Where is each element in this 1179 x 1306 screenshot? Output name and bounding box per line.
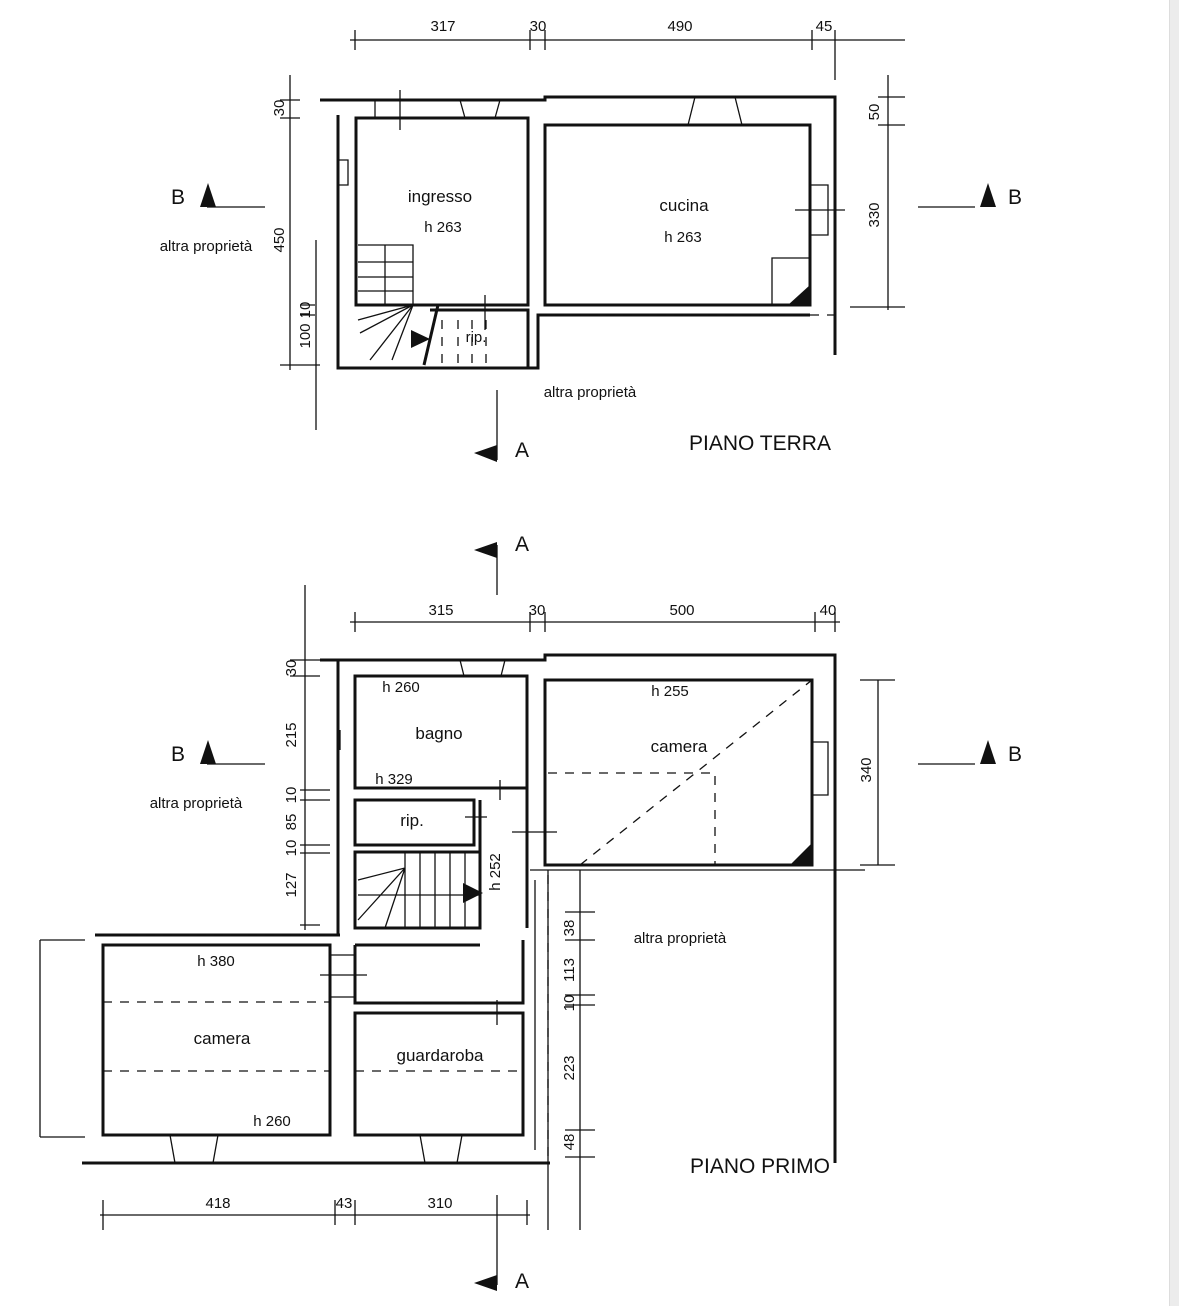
- room-label-guardaroba: guardaroba: [397, 1046, 485, 1065]
- ingresso-room: [354, 116, 530, 307]
- outer-wall-lower: [336, 115, 810, 370]
- dim-line-top: [350, 30, 905, 80]
- dim-label: 30: [529, 602, 546, 619]
- section-label: B: [171, 186, 185, 209]
- section-label: A: [515, 533, 529, 556]
- section-label: A: [515, 1270, 529, 1293]
- chimney-mark-icon: [788, 285, 810, 305]
- guardaroba-room: [353, 940, 525, 1137]
- dim-label: 340: [858, 757, 875, 782]
- dim-label: 215: [283, 722, 300, 747]
- dim-label: 43: [336, 1195, 353, 1212]
- room-label-camera: camera: [194, 1029, 251, 1048]
- dim-label: 113: [561, 958, 578, 982]
- dim-line-right: [850, 75, 905, 310]
- room-height: h 263: [424, 219, 462, 236]
- neighbor-label: altra proprietà: [544, 384, 637, 401]
- room-height: h 260: [253, 1113, 291, 1130]
- dim-label: 10: [561, 995, 578, 1012]
- room-height: h 329: [375, 771, 413, 788]
- section-lines: [207, 545, 975, 1285]
- section-arrow-icon: [474, 445, 497, 462]
- section-label: B: [1008, 743, 1022, 766]
- dim-label: 100: [297, 323, 314, 348]
- ground-floor-plan: 317 30 490 45 30 450 10 100 50 330 ingre…: [160, 18, 1022, 462]
- stair-arrow-icon: [411, 330, 430, 348]
- dim-label: 127: [283, 872, 300, 897]
- first-floor-plan: 315 30 500 40 30 215 10 85 10 127 340 38…: [39, 533, 1022, 1293]
- staircase: [357, 244, 414, 361]
- dim-label: 330: [866, 202, 883, 227]
- room-height: h 263: [664, 229, 702, 246]
- outer-wall: [320, 95, 837, 355]
- dim-line-right: [860, 679, 895, 866]
- stair-room: [353, 788, 529, 947]
- dim-line-bottom: [39, 939, 530, 1230]
- dim-label: 30: [283, 660, 300, 677]
- neighbor-label: altra proprietà: [634, 930, 727, 947]
- room-label-bagno: bagno: [415, 724, 462, 743]
- dim-label: 10: [283, 840, 300, 857]
- page-edge: [1169, 0, 1179, 1306]
- dim-label: 45: [816, 18, 833, 35]
- neighbor-label: altra proprietà: [160, 238, 253, 255]
- dim-line-left: [290, 585, 341, 930]
- dim-label: 38: [561, 920, 578, 937]
- door-marks: [320, 780, 557, 1025]
- room-label-cucina: cucina: [659, 196, 709, 215]
- dim-label: 50: [866, 104, 883, 121]
- dim-label: 10: [297, 302, 314, 319]
- cucina-room: [543, 123, 812, 307]
- stair-wall: [422, 304, 440, 366]
- section-label: B: [1008, 186, 1022, 209]
- rip-room: [353, 798, 476, 847]
- floor-title: PIANO TERRA: [689, 432, 831, 455]
- dim-label: 40: [820, 602, 837, 619]
- camera-right-room: [543, 678, 814, 867]
- room-label-rip: rip.: [466, 329, 487, 346]
- room-label-ingresso: ingresso: [408, 187, 472, 206]
- window-marks: [338, 96, 829, 236]
- neighbor-label: altra proprietà: [150, 795, 243, 812]
- bagno-room: [353, 674, 529, 790]
- dim-line-left: [280, 75, 320, 430]
- rip-hatch: [441, 320, 487, 365]
- room-height: h 260: [382, 679, 420, 696]
- dim-label: 317: [430, 18, 455, 35]
- room-label-rip: rip.: [400, 811, 424, 830]
- window-marks: [169, 659, 829, 1164]
- dim-label: 450: [271, 227, 288, 252]
- dim-label: 48: [561, 1134, 578, 1151]
- dim-label: 500: [669, 602, 694, 619]
- section-label: A: [515, 439, 529, 462]
- dim-label: 310: [427, 1195, 452, 1212]
- floor-title: PIANO PRIMO: [690, 1155, 830, 1178]
- dim-label: 85: [283, 814, 300, 831]
- door-marks: [399, 90, 845, 330]
- dim-label: 30: [271, 100, 288, 117]
- dim-line-top: [350, 612, 840, 632]
- rip-room: [430, 308, 530, 368]
- camera-left-room: [101, 943, 332, 1137]
- dim-label: 10: [283, 787, 300, 804]
- staircase: [357, 852, 480, 929]
- section-label: B: [171, 743, 185, 766]
- dim-label: 30: [530, 18, 547, 35]
- outer-wall: [82, 653, 837, 1165]
- room-label-camera: camera: [651, 737, 708, 756]
- dim-label: 223: [561, 1055, 578, 1080]
- room-height: h 255: [651, 683, 689, 700]
- dim-label: 418: [205, 1195, 230, 1212]
- dim-label: 490: [667, 18, 692, 35]
- stair-arrow-icon: [463, 843, 812, 903]
- dim-line-right-lower: [565, 870, 595, 1230]
- room-height: h 252: [487, 853, 504, 891]
- room-height: h 380: [197, 953, 235, 970]
- dim-label: 315: [428, 602, 453, 619]
